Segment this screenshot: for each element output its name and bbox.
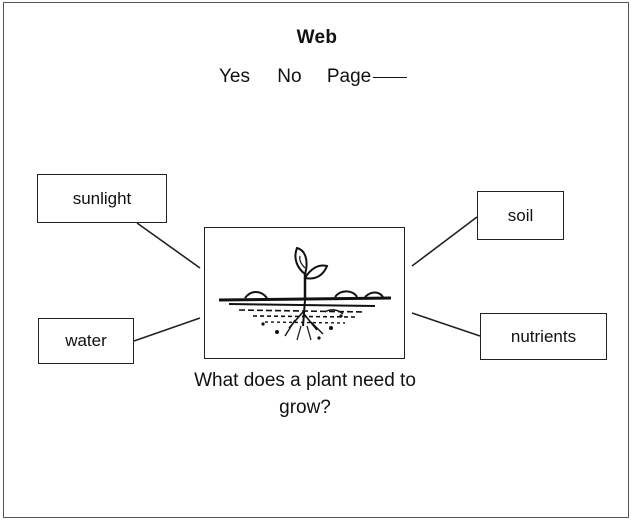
center-question: What does a plant need to grow? [194,370,416,418]
node-water: water [38,318,134,364]
yes-option[interactable]: Yes [219,66,250,87]
page-title: Web [296,27,338,48]
answer-options: Yes No Page [219,66,408,88]
page-frame [3,2,629,518]
page-label: Page [326,66,372,87]
center-image-box [204,227,405,359]
node-soil: soil [477,191,564,240]
node-nutrients: nutrients [480,313,607,360]
plant-sprout-icon [218,246,392,341]
no-option[interactable]: No [277,66,302,87]
page-number-blank[interactable] [373,77,408,78]
node-sunlight: sunlight [37,174,167,223]
